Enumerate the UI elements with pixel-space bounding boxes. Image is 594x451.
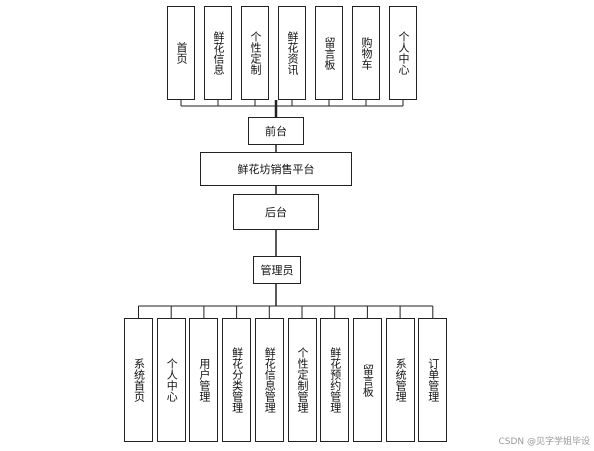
admin-module-node: 个人中心: [156, 318, 186, 442]
platform-label: 鲜花坊销售平台: [237, 163, 315, 176]
frontend-node: 前台: [248, 117, 304, 145]
backend-node: 后台: [233, 194, 319, 230]
frontend-module-node: 首页: [167, 6, 195, 100]
frontend-module-label: 首页: [175, 42, 188, 64]
admin-module-node: 鲜花信息管理: [254, 318, 284, 442]
frontend-module-label: 个人中心: [397, 31, 410, 75]
frontend-module-label: 个性定制: [249, 31, 262, 75]
admin-module-label: 个性定制管理: [296, 347, 309, 413]
frontend-module-label: 留言板: [323, 36, 336, 70]
admin-node: 管理员: [253, 256, 301, 284]
admin-module-node: 个性定制管理: [287, 318, 317, 442]
frontend-module-node: 鲜花信息: [204, 6, 232, 100]
admin-module-label: 鲜花分类管理: [230, 347, 244, 413]
frontend-module-label: 鲜花资讯: [286, 31, 299, 75]
frontend-label: 前台: [265, 125, 287, 138]
admin-module-node: 订单管理: [418, 318, 448, 442]
frontend-module-node: 购物车: [352, 6, 380, 100]
admin-module-node: 鲜花预约管理: [320, 318, 350, 442]
admin-module-label: 留言板: [361, 363, 375, 397]
admin-module-node: 鲜花分类管理: [222, 318, 252, 442]
backend-label: 后台: [265, 206, 287, 219]
frontend-module-node: 鲜花资讯: [278, 6, 306, 100]
watermark-text: CSDN @见字学姐毕设: [498, 437, 590, 447]
frontend-module-label: 鲜花信息: [212, 31, 225, 75]
admin-module-label: 个人中心: [165, 358, 179, 402]
admin-module-label: 系统管理: [394, 358, 408, 402]
platform-node: 鲜花坊销售平台: [200, 152, 352, 186]
admin-module-label: 订单管理: [426, 358, 440, 402]
frontend-module-node: 留言板: [315, 6, 343, 100]
admin-module-label: 用户管理: [197, 358, 211, 402]
frontend-module-node: 个性定制: [241, 6, 269, 100]
admin-module-node: 系统首页: [124, 318, 153, 442]
admin-module-label: 鲜花预约管理: [328, 347, 342, 413]
admin-module-node: 系统管理: [385, 318, 415, 442]
admin-label: 管理员: [260, 264, 294, 277]
admin-module-node: 留言板: [352, 318, 382, 442]
frontend-module-node: 个人中心: [389, 6, 417, 100]
admin-module-label: 鲜花信息管理: [263, 347, 277, 413]
admin-module-node: 用户管理: [189, 318, 219, 442]
frontend-module-label: 购物车: [360, 36, 373, 70]
admin-module-label: 系统首页: [132, 358, 146, 402]
